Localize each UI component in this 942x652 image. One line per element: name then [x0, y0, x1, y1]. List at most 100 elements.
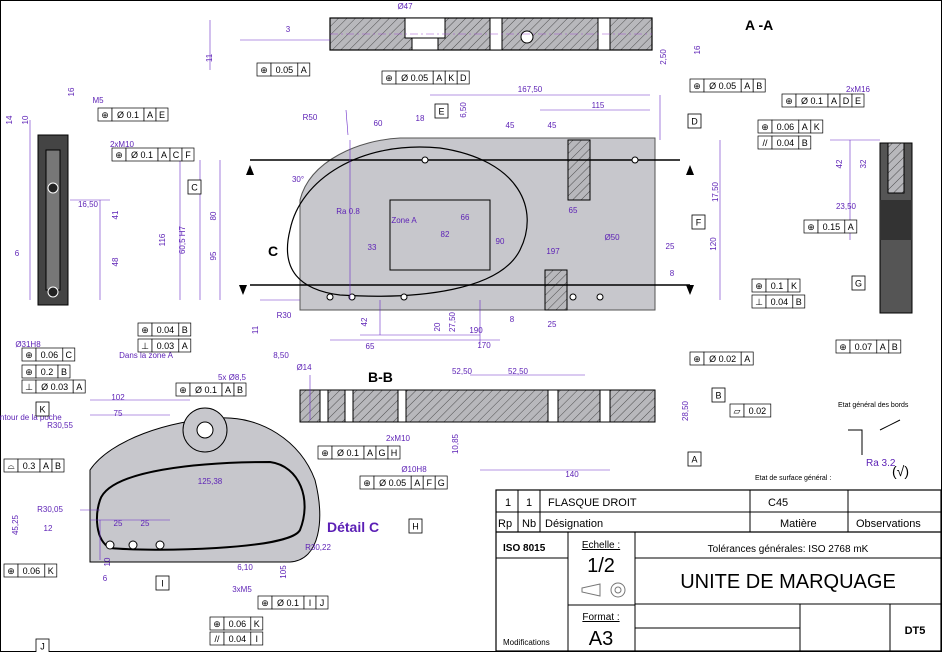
fcf-cell-6-1: 0.06 — [777, 122, 795, 132]
title-block-text: 1 1 FLASQUE DROIT C45 Rp Nb Désignation … — [498, 497, 925, 650]
fcf-cell-14-2: C — [66, 350, 73, 360]
dims-top-11: 6,50 — [459, 102, 468, 118]
fcf-cell-3-1: Ø 0.1 — [131, 150, 153, 160]
general-tolerances: Tolérances générales: ISO 2768 mK — [708, 544, 869, 555]
section-a-a-label: A -A — [745, 17, 773, 33]
dims-front-21: 190 — [469, 326, 483, 335]
dims-front-26: 8 — [510, 315, 515, 324]
dims-top-4: 16 — [693, 45, 702, 54]
dims-right-1: 42 — [835, 159, 844, 168]
fcf-cell-9-1: 0.07 — [855, 342, 873, 352]
datum-F: F — [691, 214, 706, 230]
dims-bb-9: Ø10H8 — [401, 465, 427, 474]
fcf-cell-12-0: ⊕ — [141, 325, 149, 335]
dims-bb-8: 2xM10 — [386, 434, 411, 443]
row-matiere: C45 — [768, 497, 788, 509]
dims-bb-4: 52,50 — [508, 367, 529, 376]
drawing-title: UNITE DE MARQUAGE — [680, 571, 896, 593]
dims-front-16: 120 — [709, 237, 718, 251]
dims-top-12: R50 — [303, 113, 318, 122]
fcf-cell-8-0: ⊕ — [807, 222, 815, 232]
datum-G: G — [851, 275, 866, 291]
fcf-cell-15-1: 0.2 — [41, 367, 54, 377]
fcf-cell-12-1: 0.04 — [157, 325, 175, 335]
fcf-cell-0-2: A — [301, 65, 307, 75]
dims-front-12: 80 — [209, 211, 218, 220]
fcf-cell-12-2: B — [182, 325, 188, 335]
surface-check: (√) — [892, 463, 909, 479]
dims-left-2: 48 — [111, 257, 120, 266]
dims-detail-15: Ø31H8 — [15, 340, 41, 349]
fcf-cell-24-0: ⊕ — [261, 598, 269, 608]
fcf-cell-7-0: // — [762, 138, 768, 148]
dims-bb-7: 140 — [565, 470, 579, 479]
dims-detail-0: 102 — [111, 393, 125, 402]
datum-J: J — [35, 638, 50, 652]
fcf-cell-9-3: B — [892, 342, 898, 352]
fcf-cell-1-4: D — [460, 73, 467, 83]
dims-front-7: 65 — [569, 206, 578, 215]
section-a-a-view — [329, 17, 653, 51]
fcf-cell-9-2: A — [880, 342, 886, 352]
fcf-cell-2-1: Ø 0.1 — [117, 110, 139, 120]
dims-detail-7: 25 — [141, 519, 150, 528]
dims-bb-2: 5x Ø8,5 — [218, 373, 247, 382]
fcf-cell-14-1: 0.06 — [41, 350, 59, 360]
edges-note: Etat général des bords — [838, 402, 909, 409]
dims-right-3: 23,50 — [836, 202, 857, 211]
hdr-observations: Observations — [856, 518, 921, 530]
fcf-cell-15-0: ⊕ — [25, 367, 33, 377]
datum-label-D: D — [691, 117, 698, 127]
right-side-view — [879, 142, 913, 314]
iso-standard: ISO 8015 — [503, 543, 546, 554]
fcf-cell-5-3: D — [843, 96, 850, 106]
fcf-cell-8-1: 0.15 — [823, 222, 841, 232]
dims-front-10: 25 — [666, 242, 675, 251]
fcf-cell-19-1: 0.02 — [749, 406, 767, 416]
fcf-cell-0-1: 0.05 — [276, 65, 294, 75]
dims-left-3: 6 — [15, 249, 20, 258]
fcf-cell-2-2: A — [147, 110, 153, 120]
fcf-cell-1-1: Ø 0.05 — [401, 73, 428, 83]
fcf-cell-13-0: ⊥ — [141, 341, 149, 351]
fcf-cell-4-0: ⊕ — [693, 81, 701, 91]
fcf-cell-26-1: 0.04 — [229, 634, 247, 644]
dims-front-13: 95 — [209, 251, 218, 260]
datum-label-F: F — [696, 218, 702, 228]
fcf-cell-26-2: I — [256, 634, 259, 644]
surface-notes: Etat général des bords Etat de surface g… — [755, 402, 909, 482]
dims-front-15: 17,50 — [711, 181, 720, 202]
fcf-cell-13-1: 0.03 — [157, 341, 175, 351]
hdr-designation: Désignation — [545, 518, 603, 530]
fcf-cell-23-1: 0.06 — [23, 566, 41, 576]
front-view — [239, 137, 694, 311]
dims-left-1: 41 — [111, 210, 120, 219]
datum-H: H — [408, 518, 423, 534]
dims-detail-14: 3xM5 — [232, 585, 252, 594]
dims-front-0: 30° — [292, 175, 304, 184]
datum-K: K — [35, 401, 50, 417]
datum-label-B: B — [715, 391, 721, 401]
echelle-value: 1/2 — [587, 555, 615, 577]
datum-B: B — [711, 387, 726, 403]
detail-c-view — [89, 407, 321, 563]
fcf-frame-19: ▱0.02 — [729, 403, 772, 418]
dims-top-8: 18 — [416, 114, 425, 123]
view-c-marker: C — [268, 243, 278, 259]
dims-right-2: 32 — [859, 159, 868, 168]
dims-top-3: 2,50 — [659, 49, 668, 65]
fcf-cell-1-2: A — [436, 73, 442, 83]
fcf-cell-18-0: ⊕ — [693, 354, 701, 364]
fcf-cell-0-0: ⊕ — [260, 65, 268, 75]
fcf-cell-20-3: G — [378, 448, 385, 458]
dims-left-4: 2xM10 — [110, 140, 135, 149]
